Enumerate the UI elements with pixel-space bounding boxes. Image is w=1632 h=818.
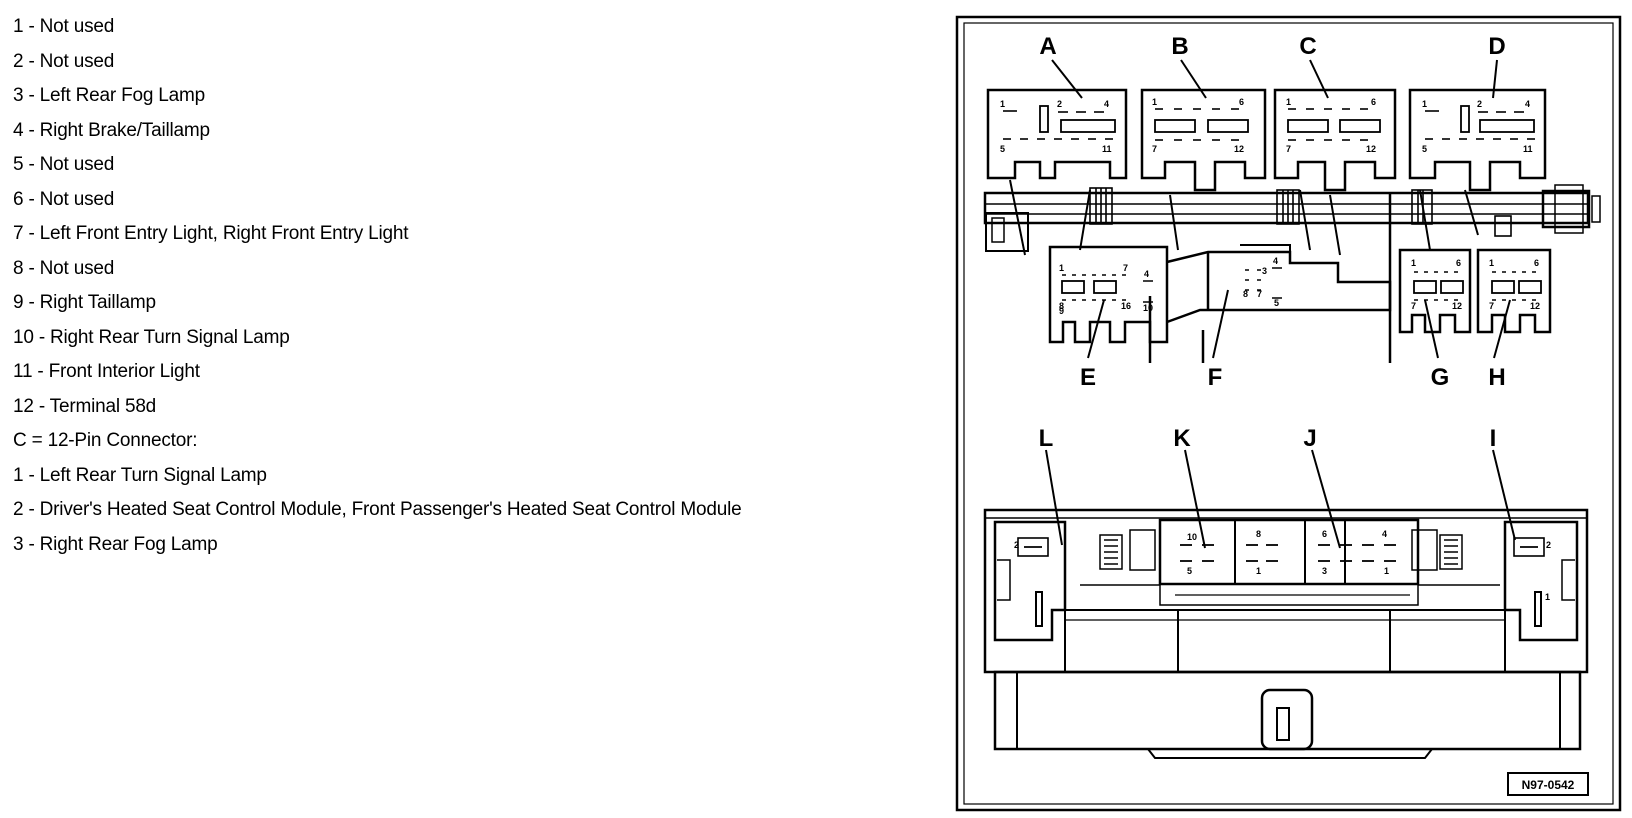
- upper-harness-assembly: [983, 179, 1601, 363]
- pin-label: 9: [1059, 306, 1064, 316]
- pin-label: 7: [1411, 301, 1416, 311]
- pin-label: 4: [1104, 99, 1109, 109]
- pin-label: 11: [1523, 144, 1533, 154]
- pin-label: 8: [1243, 289, 1248, 299]
- legend-item: 10 - Right Rear Turn Signal Lamp: [13, 326, 290, 348]
- legend-item: 3 - Left Rear Fog Lamp: [13, 85, 206, 106]
- pin-numbers-upper: 1 2 4 5 11 1 6 7 12 1 6 7 12 1 2 4 5 11 …: [1000, 97, 1540, 316]
- connector-b: [1140, 88, 1267, 192]
- legend-item: 9 - Right Taillamp: [13, 292, 156, 313]
- legend-item: 8 - Not used: [13, 257, 115, 279]
- callout-f: F: [1208, 364, 1223, 391]
- pin-label: 1: [1489, 258, 1494, 268]
- legend-item: 2 - Not used: [13, 50, 115, 72]
- pin-label: 6: [1239, 97, 1244, 107]
- callout-b: B: [1171, 33, 1188, 60]
- callout-k: K: [1173, 425, 1191, 452]
- pin-label: 4: [1525, 99, 1530, 109]
- callout-i: I: [1490, 425, 1497, 452]
- pin-label: 8: [1256, 529, 1261, 539]
- legend-item: 3 - Right Rear Fog Lamp: [13, 533, 218, 555]
- pin-label: 6: [1322, 529, 1327, 539]
- pin-label: 11: [1102, 144, 1112, 154]
- legend-item: 1 - Left Rear Turn Signal Lamp: [13, 464, 267, 486]
- pin-label: 10: [1187, 532, 1197, 542]
- pin-label: 1: [1000, 99, 1005, 109]
- lower-relay-panel: [983, 508, 1589, 759]
- pin-label: 1: [1059, 263, 1064, 273]
- callout-leaders: [1045, 59, 1516, 549]
- pin-label: 6: [1371, 97, 1376, 107]
- pin-label: 7: [1152, 144, 1157, 154]
- callout-e: E: [1080, 364, 1096, 391]
- connector-d: [1408, 88, 1547, 192]
- callout-l: L: [1039, 425, 1054, 452]
- pin-label: 7: [1257, 289, 1262, 299]
- legend-item: 12 - Terminal 58d: [13, 395, 157, 417]
- pin-label: 4: [1273, 256, 1278, 266]
- legend-item: 1 - Not used: [13, 16, 115, 37]
- pin-label: 6: [1534, 258, 1539, 268]
- legend-item: 6 - Not used: [13, 188, 115, 210]
- pin-label: 1: [1152, 97, 1157, 107]
- pin-label: 12: [1530, 301, 1540, 311]
- pin-label: 2: [1546, 540, 1551, 550]
- pin-label: 2: [1014, 540, 1019, 550]
- pin-label: 7: [1286, 144, 1291, 154]
- callout-h: H: [1488, 364, 1505, 391]
- pin-label: 3: [1262, 266, 1267, 276]
- pin-numbers-lower: 10 8 5 1 6 4 3 1 2 2 1: [1014, 529, 1551, 602]
- connector-f: [1166, 244, 1392, 324]
- callout-j: J: [1303, 425, 1316, 452]
- pin-label: 12: [1366, 144, 1376, 154]
- legend-item: 4 - Right Brake/Taillamp: [13, 119, 210, 141]
- callout-c: C: [1299, 33, 1316, 60]
- pin-label: 1: [1384, 566, 1389, 576]
- legend-item: 7 - Left Front Entry Light, Right Front …: [13, 223, 409, 244]
- pin-label: 7: [1123, 263, 1128, 273]
- pin-label: 2: [1477, 99, 1482, 109]
- figure-id: N97-0542: [1522, 778, 1575, 792]
- pin-label: 1: [1422, 99, 1427, 109]
- pin-label: 5: [1187, 566, 1192, 576]
- legend-item: 5 - Not used: [13, 154, 115, 175]
- callout-d: D: [1488, 33, 1505, 60]
- pin-label: 2: [1057, 99, 1062, 109]
- pin-label: 5: [1422, 144, 1427, 154]
- pin-label: 12: [1234, 144, 1244, 154]
- callout-a: A: [1039, 33, 1056, 60]
- pin-label: 3: [1322, 566, 1327, 576]
- connector-c: [1273, 88, 1397, 192]
- legend-item: 11 - Front Interior Light: [13, 361, 200, 382]
- pin-label: 1: [1545, 592, 1550, 602]
- legend-item: 2 - Driver's Heated Seat Control Module,…: [13, 499, 742, 520]
- connector-a: [986, 88, 1128, 180]
- connector-g: [1398, 248, 1472, 334]
- legend-section-heading: C = 12-Pin Connector:: [13, 430, 198, 451]
- pin-label: 5: [1000, 144, 1005, 154]
- pin-label: 1: [1286, 97, 1291, 107]
- pin-label: 6: [1456, 258, 1461, 268]
- pin-label: 1: [1256, 566, 1261, 576]
- pin-label: 5: [1274, 298, 1279, 308]
- pin-label: 7: [1489, 301, 1494, 311]
- connector-e: [1048, 245, 1169, 344]
- pin-label: 4: [1382, 529, 1387, 539]
- pin-label: 8: [1059, 301, 1064, 311]
- pin-label: 1: [1411, 258, 1416, 268]
- legend-list: 1 - Not used 2 - Not used 3 - Left Rear …: [13, 14, 893, 566]
- pin-label: 12: [1452, 301, 1462, 311]
- pin-label: 10: [1143, 303, 1153, 313]
- frame-outer: [955, 15, 1622, 812]
- frame-inner: [963, 22, 1614, 805]
- callout-letters: A B C D E F G H I J K L: [1039, 33, 1506, 452]
- figure-id-box: [1507, 772, 1589, 796]
- callout-g: G: [1431, 364, 1450, 391]
- connector-h: [1476, 248, 1552, 334]
- pin-label: 16: [1121, 301, 1131, 311]
- pin-label: 4: [1144, 269, 1149, 279]
